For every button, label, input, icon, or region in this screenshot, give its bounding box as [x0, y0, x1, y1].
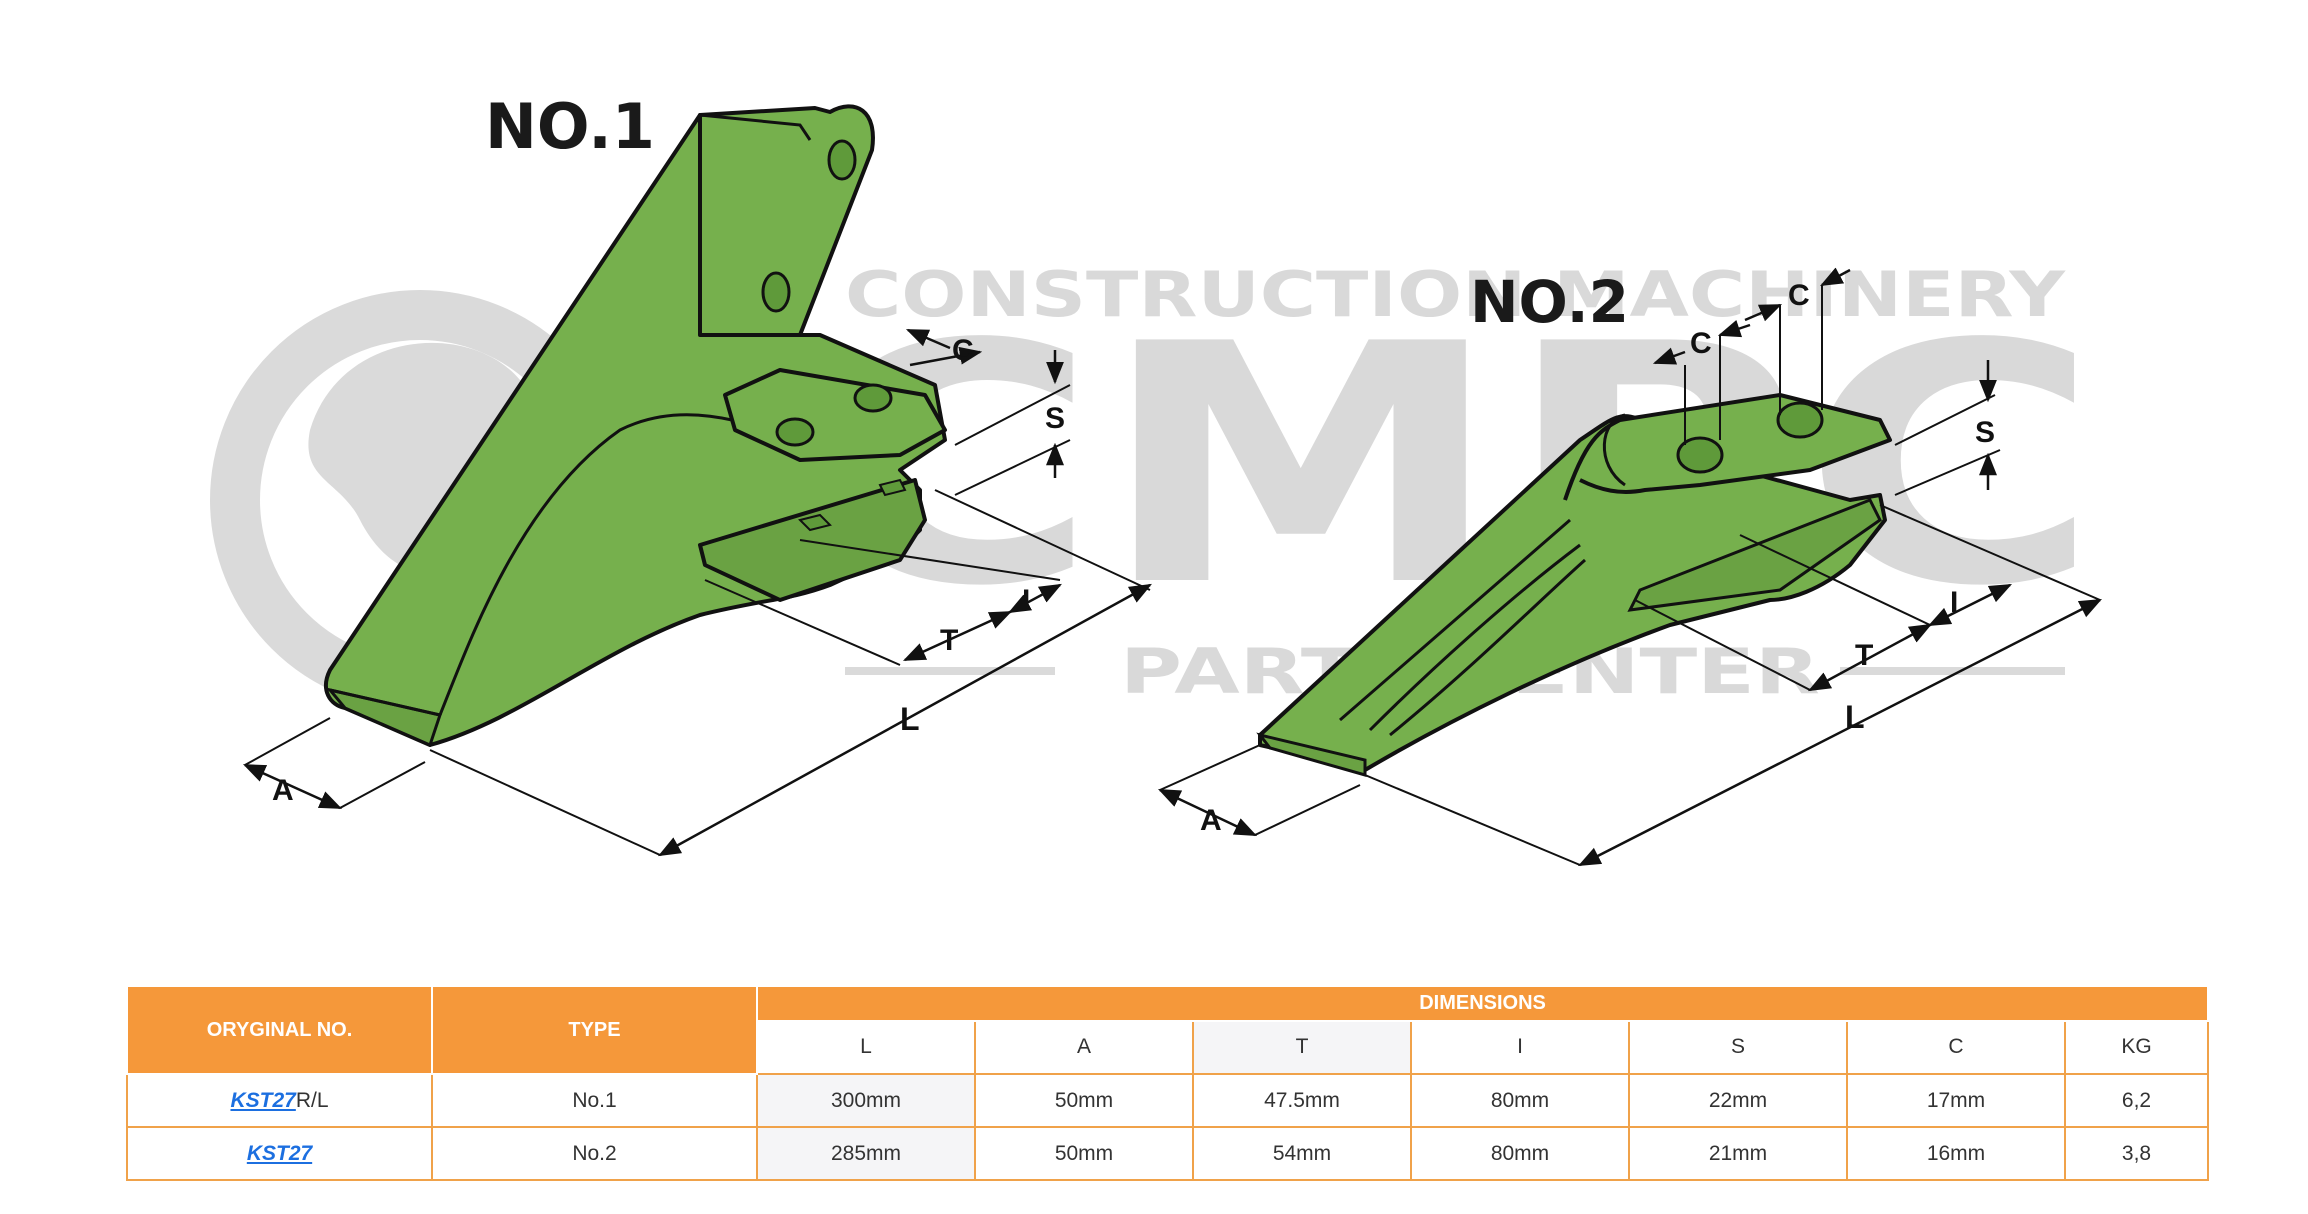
- value-i: 80mm: [1410, 1126, 1630, 1181]
- watermark-line1: CONSTRUCTION MACHINERY: [845, 258, 2066, 331]
- table-row: KST27 No.2 285mm 50mm 54mm 80mm 21mm 16m…: [126, 1126, 2210, 1181]
- value-c: 17mm: [1846, 1073, 2066, 1128]
- no2-dim-label-i: I: [1950, 586, 1958, 619]
- value-s: 22mm: [1628, 1073, 1848, 1128]
- column-header-t: T: [1192, 1019, 1412, 1076]
- value-kg: 3,8: [2063, 1126, 2210, 1181]
- value-l: 300mm: [756, 1073, 976, 1128]
- no2-dim-label-t: T: [1855, 639, 1873, 672]
- header-original-no: ORYGINAL NO.: [126, 985, 433, 1075]
- value-kg: 6,2: [2063, 1073, 2210, 1128]
- dimensions-table: ORYGINAL NO. TYPE DIMENSIONS L A T I S C…: [126, 985, 2210, 1181]
- value-s: 21mm: [1628, 1126, 1848, 1181]
- no1-dim-label-c: C: [952, 334, 974, 367]
- tooth-no1-drawing: NO.1 C S T I L: [242, 90, 1152, 857]
- tooth-no2-title: NO.2: [1470, 268, 1629, 336]
- tooth-drawings: CONSTRUCTION MACHINERY CMPC PARTS CENTER…: [210, 90, 2103, 867]
- value-t: 54mm: [1192, 1126, 1412, 1181]
- part-link-kst27[interactable]: KST27: [246, 1141, 313, 1165]
- value-l: 285mm: [756, 1126, 976, 1181]
- original-no-cell: KST27R/L: [126, 1073, 433, 1128]
- part-suffix: R/L: [295, 1088, 329, 1112]
- no2-dim-label-s: S: [1975, 416, 1995, 449]
- value-c: 16mm: [1846, 1126, 2066, 1181]
- part-link-kst27[interactable]: KST27: [230, 1088, 296, 1112]
- tooth-no2-drawing: NO.2 C C S T I L: [1157, 267, 2103, 867]
- column-header-i: I: [1410, 1019, 1630, 1076]
- no1-dim-label-t: T: [940, 624, 958, 657]
- column-header-c: C: [1846, 1019, 2066, 1076]
- column-header-kg: KG: [2063, 1019, 2210, 1076]
- no1-dim-label-a: A: [272, 774, 294, 807]
- type-cell: No.1: [431, 1073, 758, 1128]
- table-row: KST27R/L No.1 300mm 50mm 47.5mm 80mm 22m…: [126, 1073, 2210, 1128]
- no2-dim-label-a: A: [1200, 804, 1222, 837]
- original-no-cell: KST27: [126, 1126, 433, 1181]
- value-t: 47.5mm: [1192, 1073, 1412, 1128]
- tooth-no1-title: NO.1: [485, 90, 655, 163]
- no1-dim-label-s: S: [1045, 402, 1065, 435]
- header-type: TYPE: [431, 985, 758, 1075]
- value-a: 50mm: [974, 1126, 1194, 1181]
- no1-dim-label-i: I: [1022, 584, 1030, 617]
- header-dimensions: DIMENSIONS: [755, 985, 2210, 1022]
- no2-dim-label-c1: C: [1690, 327, 1712, 360]
- column-header-l: L: [756, 1019, 976, 1076]
- column-header-a: A: [974, 1019, 1194, 1076]
- type-cell: No.2: [431, 1126, 758, 1181]
- value-i: 80mm: [1410, 1073, 1630, 1128]
- no2-dim-label-c2: C: [1788, 279, 1810, 312]
- value-a: 50mm: [974, 1073, 1194, 1128]
- no1-dim-label-l: L: [900, 701, 920, 737]
- no2-dim-label-l: L: [1845, 699, 1865, 735]
- column-header-s: S: [1628, 1019, 1848, 1076]
